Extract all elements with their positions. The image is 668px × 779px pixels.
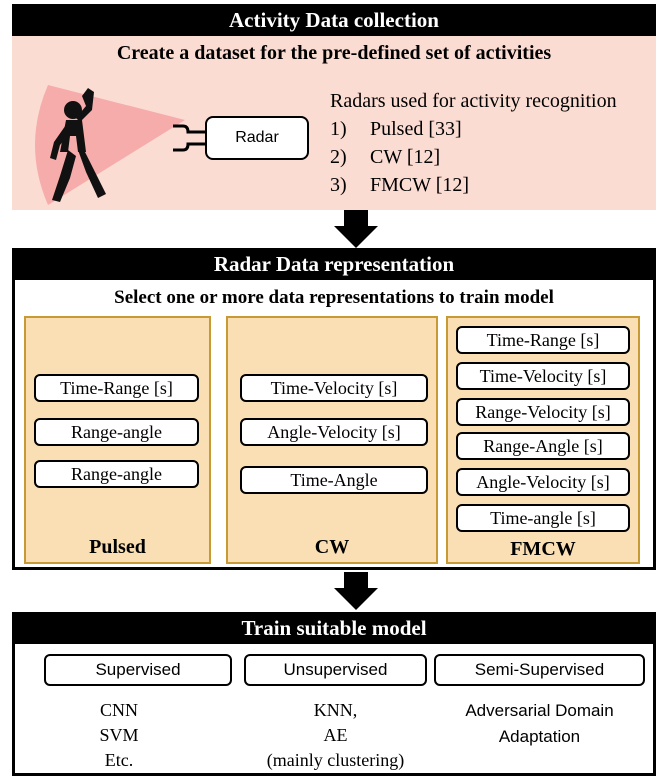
radar-antenna-icon: [173, 124, 206, 152]
down-arrow-icon: [334, 210, 378, 248]
supervised-box: Supervised: [44, 654, 232, 686]
pulsed-title: Pulsed: [89, 536, 146, 558]
model-line: CNN: [99, 700, 138, 720]
model-line: Adaptation: [498, 727, 581, 746]
data-representation-subtitle: Select one or more data representations …: [114, 287, 554, 308]
person-icon: [50, 88, 106, 202]
train-model-header: Train suitable model: [12, 612, 656, 644]
fmcw-item-1: Time-Range [s]: [456, 326, 630, 354]
fmcw-item-4: Range-Angle [s]: [456, 432, 630, 460]
pulsed-item-3: Range-angle: [34, 460, 199, 488]
fmcw-item-6: Time-angle [s]: [456, 504, 630, 532]
pulsed-item-2: Range-angle: [34, 418, 199, 446]
radar-list-num-1: 1): [330, 118, 347, 140]
cw-title: CW: [314, 536, 350, 558]
model-line: (mainly clustering): [266, 750, 405, 770]
activity-collection-subtitle: Create a dataset for the pre-defined set…: [116, 42, 552, 64]
person-beam-illustration: [35, 85, 185, 205]
model-line: AE: [323, 725, 348, 745]
model-line: Etc.: [104, 750, 134, 770]
down-arrow-icon: [334, 572, 378, 610]
pulsed-panel: Time-Range [s] Range-angle Range-angle P…: [24, 316, 211, 564]
unsupervised-box: Unsupervised: [244, 654, 427, 686]
cw-item-2: Angle-Velocity [s]: [240, 418, 428, 446]
semi-supervised-models: Adversarial Domain Adaptation: [434, 698, 645, 750]
semi-supervised-box: Semi-Supervised: [434, 654, 645, 686]
unsupervised-models: KNN, AE (mainly clustering): [244, 698, 427, 773]
radar-box: Radar: [205, 116, 309, 160]
radar-list-item-1: Pulsed [33]: [370, 118, 462, 140]
model-line: SVM: [99, 725, 139, 745]
fmcw-panel: Time-Range [s] Time-Velocity [s] Range-V…: [446, 316, 640, 564]
fmcw-item-2: Time-Velocity [s]: [456, 362, 630, 390]
fmcw-item-5: Angle-Velocity [s]: [456, 468, 630, 496]
fmcw-item-3: Range-Velocity [s]: [456, 398, 630, 426]
radar-list-item-2: CW [12]: [370, 146, 441, 168]
radar-list-num-3: 3): [330, 174, 347, 196]
data-representation-header: Radar Data representation: [12, 248, 656, 280]
cw-panel: Time-Velocity [s] Angle-Velocity [s] Tim…: [226, 316, 438, 564]
model-line: KNN,: [313, 700, 358, 720]
radar-list-title: Radars used for activity recognition: [330, 90, 617, 112]
cw-item-3: Time-Angle: [240, 466, 428, 494]
fmcw-title: FMCW: [510, 538, 576, 560]
supervised-models: CNN SVM Etc.: [44, 698, 194, 773]
activity-collection-header: Activity Data collection: [12, 4, 656, 36]
model-line: Adversarial Domain: [465, 701, 614, 720]
pulsed-item-1: Time-Range [s]: [34, 374, 199, 402]
radar-list-item-3: FMCW [12]: [370, 174, 470, 196]
cw-item-1: Time-Velocity [s]: [240, 374, 428, 402]
radar-list-num-2: 2): [330, 146, 347, 168]
